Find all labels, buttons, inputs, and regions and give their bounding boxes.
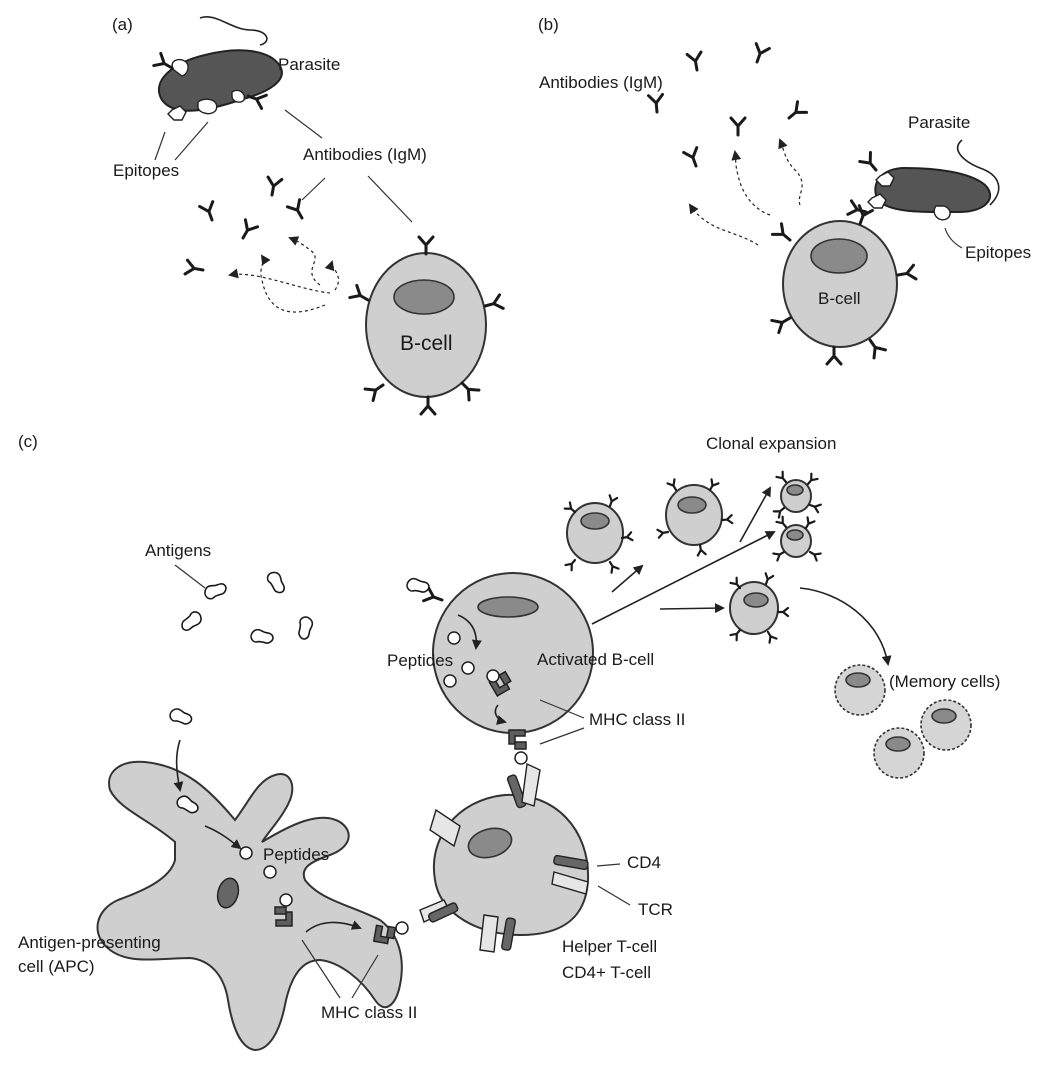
memory-cells-label: (Memory cells) xyxy=(889,672,1000,691)
mhc-bottom-label: MHC class II xyxy=(321,1003,417,1022)
panel-b-parasite-label: Parasite xyxy=(908,113,970,132)
panel-b: (b) Antibodies (IgM) B-cell xyxy=(538,15,1031,366)
panel-b-parasite xyxy=(846,139,1000,221)
panel-b-secretion-arrows xyxy=(688,138,803,246)
panel-b-bcell-label: B-cell xyxy=(818,289,861,308)
bcell-peptides-label: Peptides xyxy=(387,651,453,670)
panel-a-free-antibodies xyxy=(183,175,310,279)
apc-label-line2: cell (APC) xyxy=(18,957,95,976)
free-antigens xyxy=(180,569,319,651)
panel-b-tag: (b) xyxy=(538,15,559,34)
tcr-label: TCR xyxy=(638,900,673,919)
panel-a-parasite xyxy=(152,15,283,121)
mhc-top-label: MHC class II xyxy=(589,710,685,729)
antigen-presenting-cell xyxy=(96,704,409,1052)
panel-a: (a) Parasite Epitopes Antibodies (IgM) xyxy=(112,15,505,416)
clonal-arrows xyxy=(591,486,892,666)
panel-a-secretion-arrows xyxy=(228,236,340,313)
panel-a-antibodies-label: Antibodies (IgM) xyxy=(303,145,427,164)
panel-a-tag: (a) xyxy=(112,15,133,34)
panel-b-epitope-pointer xyxy=(944,227,963,249)
memory-cells xyxy=(834,664,972,779)
panel-a-antibody-pointers xyxy=(284,109,413,223)
cd4-label: CD4 xyxy=(627,853,661,872)
apc-peptides-label: Peptides xyxy=(263,845,329,864)
clonal-expansion-label: Clonal expansion xyxy=(706,434,836,453)
activated-bcell xyxy=(403,572,594,765)
apc-label-line1: Antigen-presenting xyxy=(18,933,161,952)
panel-b-bcell xyxy=(770,204,918,366)
panel-a-bcell xyxy=(348,235,505,416)
antigens-pointer xyxy=(174,564,206,589)
panel-a-bcell-label: B-cell xyxy=(400,332,453,355)
cd4-pointer xyxy=(596,863,621,867)
antigens-label: Antigens xyxy=(145,541,211,560)
helper-t-label-line2: CD4+ T-cell xyxy=(562,963,651,982)
panel-a-parasite-label: Parasite xyxy=(278,55,340,74)
panel-b-epitopes-label: Epitopes xyxy=(965,243,1031,262)
activated-bcell-label: Activated B-cell xyxy=(537,650,654,669)
clonal-cells xyxy=(563,470,822,644)
mhc-top-pointers xyxy=(539,699,585,745)
tcr-pointer xyxy=(597,885,631,906)
helper-t-label-line1: Helper T-cell xyxy=(562,937,657,956)
panel-b-antibodies-label: Antibodies (IgM) xyxy=(539,73,663,92)
panel-a-epitope-pointers xyxy=(154,121,209,161)
panel-c-tag: (c) xyxy=(18,432,38,451)
helper-t-cell xyxy=(419,762,590,953)
panel-c: (c) Clonal expansion Antigens xyxy=(18,432,1000,1052)
panel-a-epitopes-label: Epitopes xyxy=(113,161,179,180)
mhc-bottom-pointers xyxy=(301,939,379,999)
